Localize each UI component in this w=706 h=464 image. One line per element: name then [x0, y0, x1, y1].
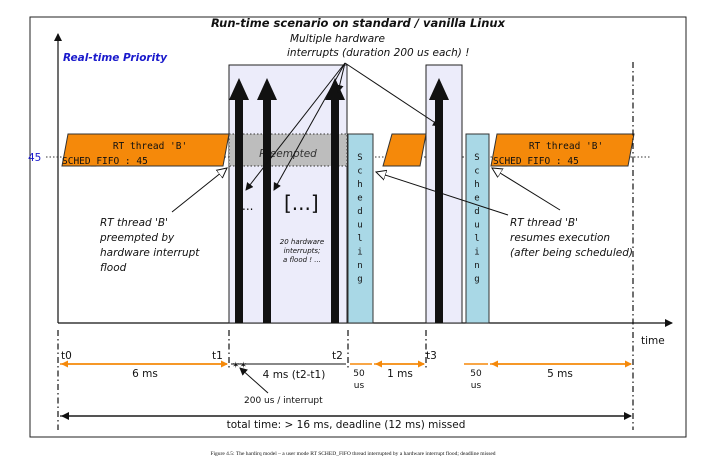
figure-caption: Figure 4.5: The hardirq model – a user m…	[210, 450, 495, 457]
preempted-label: Preempted	[259, 148, 317, 160]
rt-thread-segment-1	[61, 133, 230, 167]
time-mark-t1: t1	[212, 350, 223, 362]
rt-thread-segment-2	[382, 133, 427, 167]
time-guides	[57, 62, 634, 430]
interrupt-tick-marks: ✶✶	[232, 361, 247, 371]
preempted-pointer	[171, 168, 227, 213]
per-interrupt-pointer	[239, 367, 269, 394]
time-mark-t0: t0	[61, 350, 72, 362]
rt-thread-segment-3	[490, 133, 635, 167]
preempted-note-line4: flood	[100, 262, 127, 274]
resumes-note-line1: RT thread 'B'	[510, 217, 578, 229]
hw-interrupts-note-line1: Multiple hardware	[290, 33, 385, 45]
duration-1: 6 ms	[132, 368, 158, 380]
rt-thread-label-3: RT thread 'B'	[529, 141, 603, 152]
diagram-title: Run-time scenario on standard / vanilla …	[211, 16, 506, 30]
hw-interrupt-arrows	[229, 78, 449, 323]
duration-6: 5 ms	[547, 368, 573, 380]
duration-5-value: 50	[470, 369, 482, 379]
ellipsis-big: [...]	[284, 191, 319, 215]
resumes-pointers	[376, 168, 561, 216]
total-time-label: total time: > 16 ms, deadline (12 ms) mi…	[227, 419, 466, 431]
flood-note-line1: 20 hardware	[280, 238, 324, 246]
time-axis-label: time	[641, 335, 665, 347]
interrupt-flood-region	[228, 64, 348, 324]
preempted-note-line1: RT thread 'B'	[100, 217, 168, 229]
duration-4: 1 ms	[387, 368, 413, 380]
preempted-note-line2: preempted by	[99, 232, 175, 244]
preempted-note-line3: hardware interrupt	[100, 247, 200, 259]
rt-thread-sched-1: SCHED_FIFO : 45	[62, 156, 148, 167]
ellipsis-small: ...	[242, 199, 253, 213]
duration-3-value: 50	[353, 369, 365, 379]
flood-note-line2: interrupts;	[284, 247, 321, 255]
scheduling-bar-1	[347, 133, 374, 324]
time-mark-t2: t2	[332, 350, 343, 362]
rt-thread-sched-3: SCHED_FIFO : 45	[493, 156, 579, 167]
per-interrupt-note: 200 us / interrupt	[244, 396, 323, 406]
preempted-area	[228, 133, 348, 167]
duration-2: 4 ms (t2-t1)	[263, 369, 326, 381]
priority-axis-label: Real-time Priority	[63, 52, 168, 64]
scheduling-bar-2	[465, 133, 490, 324]
hw-interrupts-note-line2: interrupts (duration 200 us each) !	[287, 47, 469, 59]
duration-3-unit: us	[354, 381, 365, 391]
duration-5-unit: us	[471, 381, 482, 391]
priority-value-label: 45	[28, 152, 41, 164]
resumes-note-line2: resumes execution	[510, 232, 610, 244]
flood-note-line3: a flood ! ...	[283, 256, 321, 264]
rt-thread-label-1: RT thread 'B'	[113, 141, 187, 152]
hw-interrupts-pointers	[245, 62, 441, 191]
resumes-note-line3: (after being scheduled)	[510, 247, 633, 259]
time-mark-t3: t3	[426, 350, 437, 362]
